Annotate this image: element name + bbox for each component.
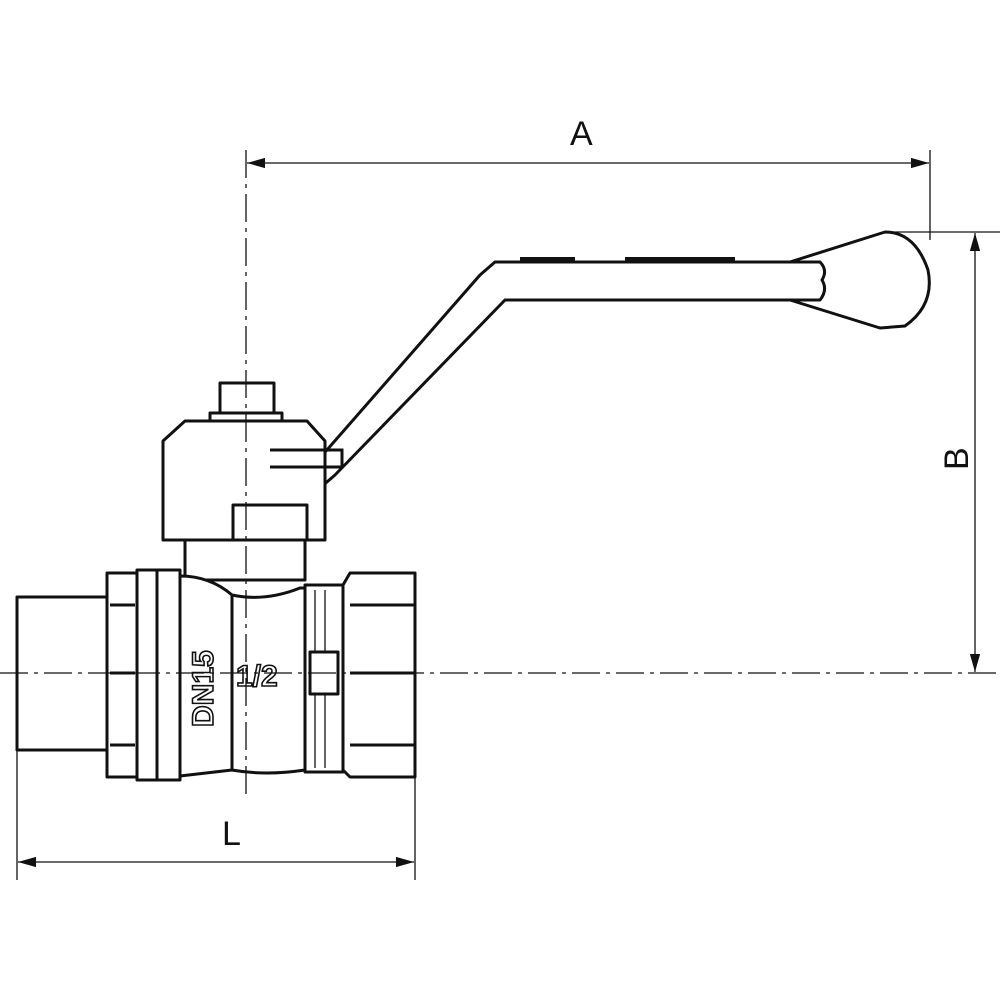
lever-handle [303,230,931,490]
dimension-A-label: A [570,115,593,153]
left-hex-nut [105,568,182,782]
handle-cap [161,419,327,542]
thread-size-marking: 1/2 [236,660,278,693]
dimension-L-label: L [222,815,241,853]
dimension-L: L [16,750,416,880]
right-female-end [303,571,417,779]
stem [183,538,307,582]
dimension-A: A [247,115,931,240]
dimension-B-label: B [938,447,976,470]
nominal-diameter-marking: DN15 [187,650,220,727]
dimension-B: B [895,231,1000,672]
valve-body [178,574,307,778]
